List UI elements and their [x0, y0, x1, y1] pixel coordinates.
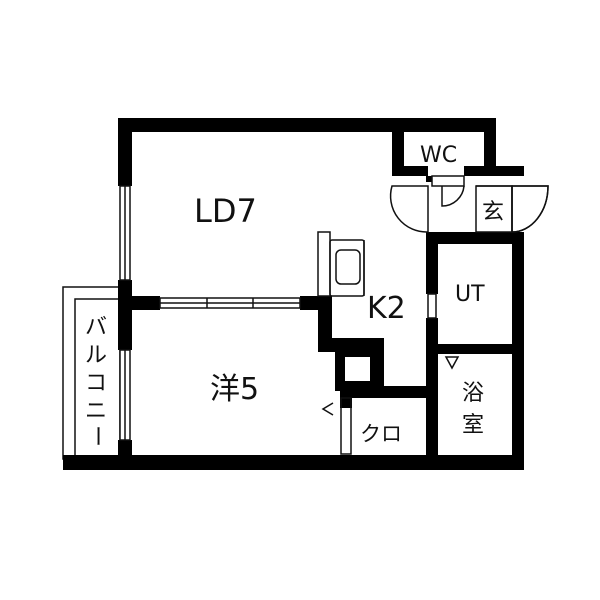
balcony-label-1: バ — [85, 315, 107, 340]
balcony-label-5: ー — [84, 425, 109, 447]
balcony-label-2: ル — [85, 343, 107, 368]
room-label-ld: LD7 — [194, 192, 257, 230]
room-label-utility: UT — [455, 282, 485, 307]
room-label-entrance: 玄 — [482, 200, 504, 225]
balcony-label-4: ニ — [85, 399, 107, 424]
door-markers — [321, 293, 460, 455]
room-label-western: 洋5 — [210, 372, 259, 407]
room-label-wc: WC — [420, 143, 457, 168]
windows — [119, 185, 301, 441]
balcony-label-3: コ — [85, 371, 107, 396]
walls — [63, 118, 524, 470]
room-label-bath-2: 室 — [462, 413, 484, 438]
kitchen-counter — [317, 231, 365, 297]
room-label-kitchen: K2 — [367, 291, 406, 326]
entrance-doors — [389, 175, 549, 233]
room-label-closet: クロ — [360, 422, 402, 446]
room-label-bath-1: 浴 — [462, 381, 484, 406]
